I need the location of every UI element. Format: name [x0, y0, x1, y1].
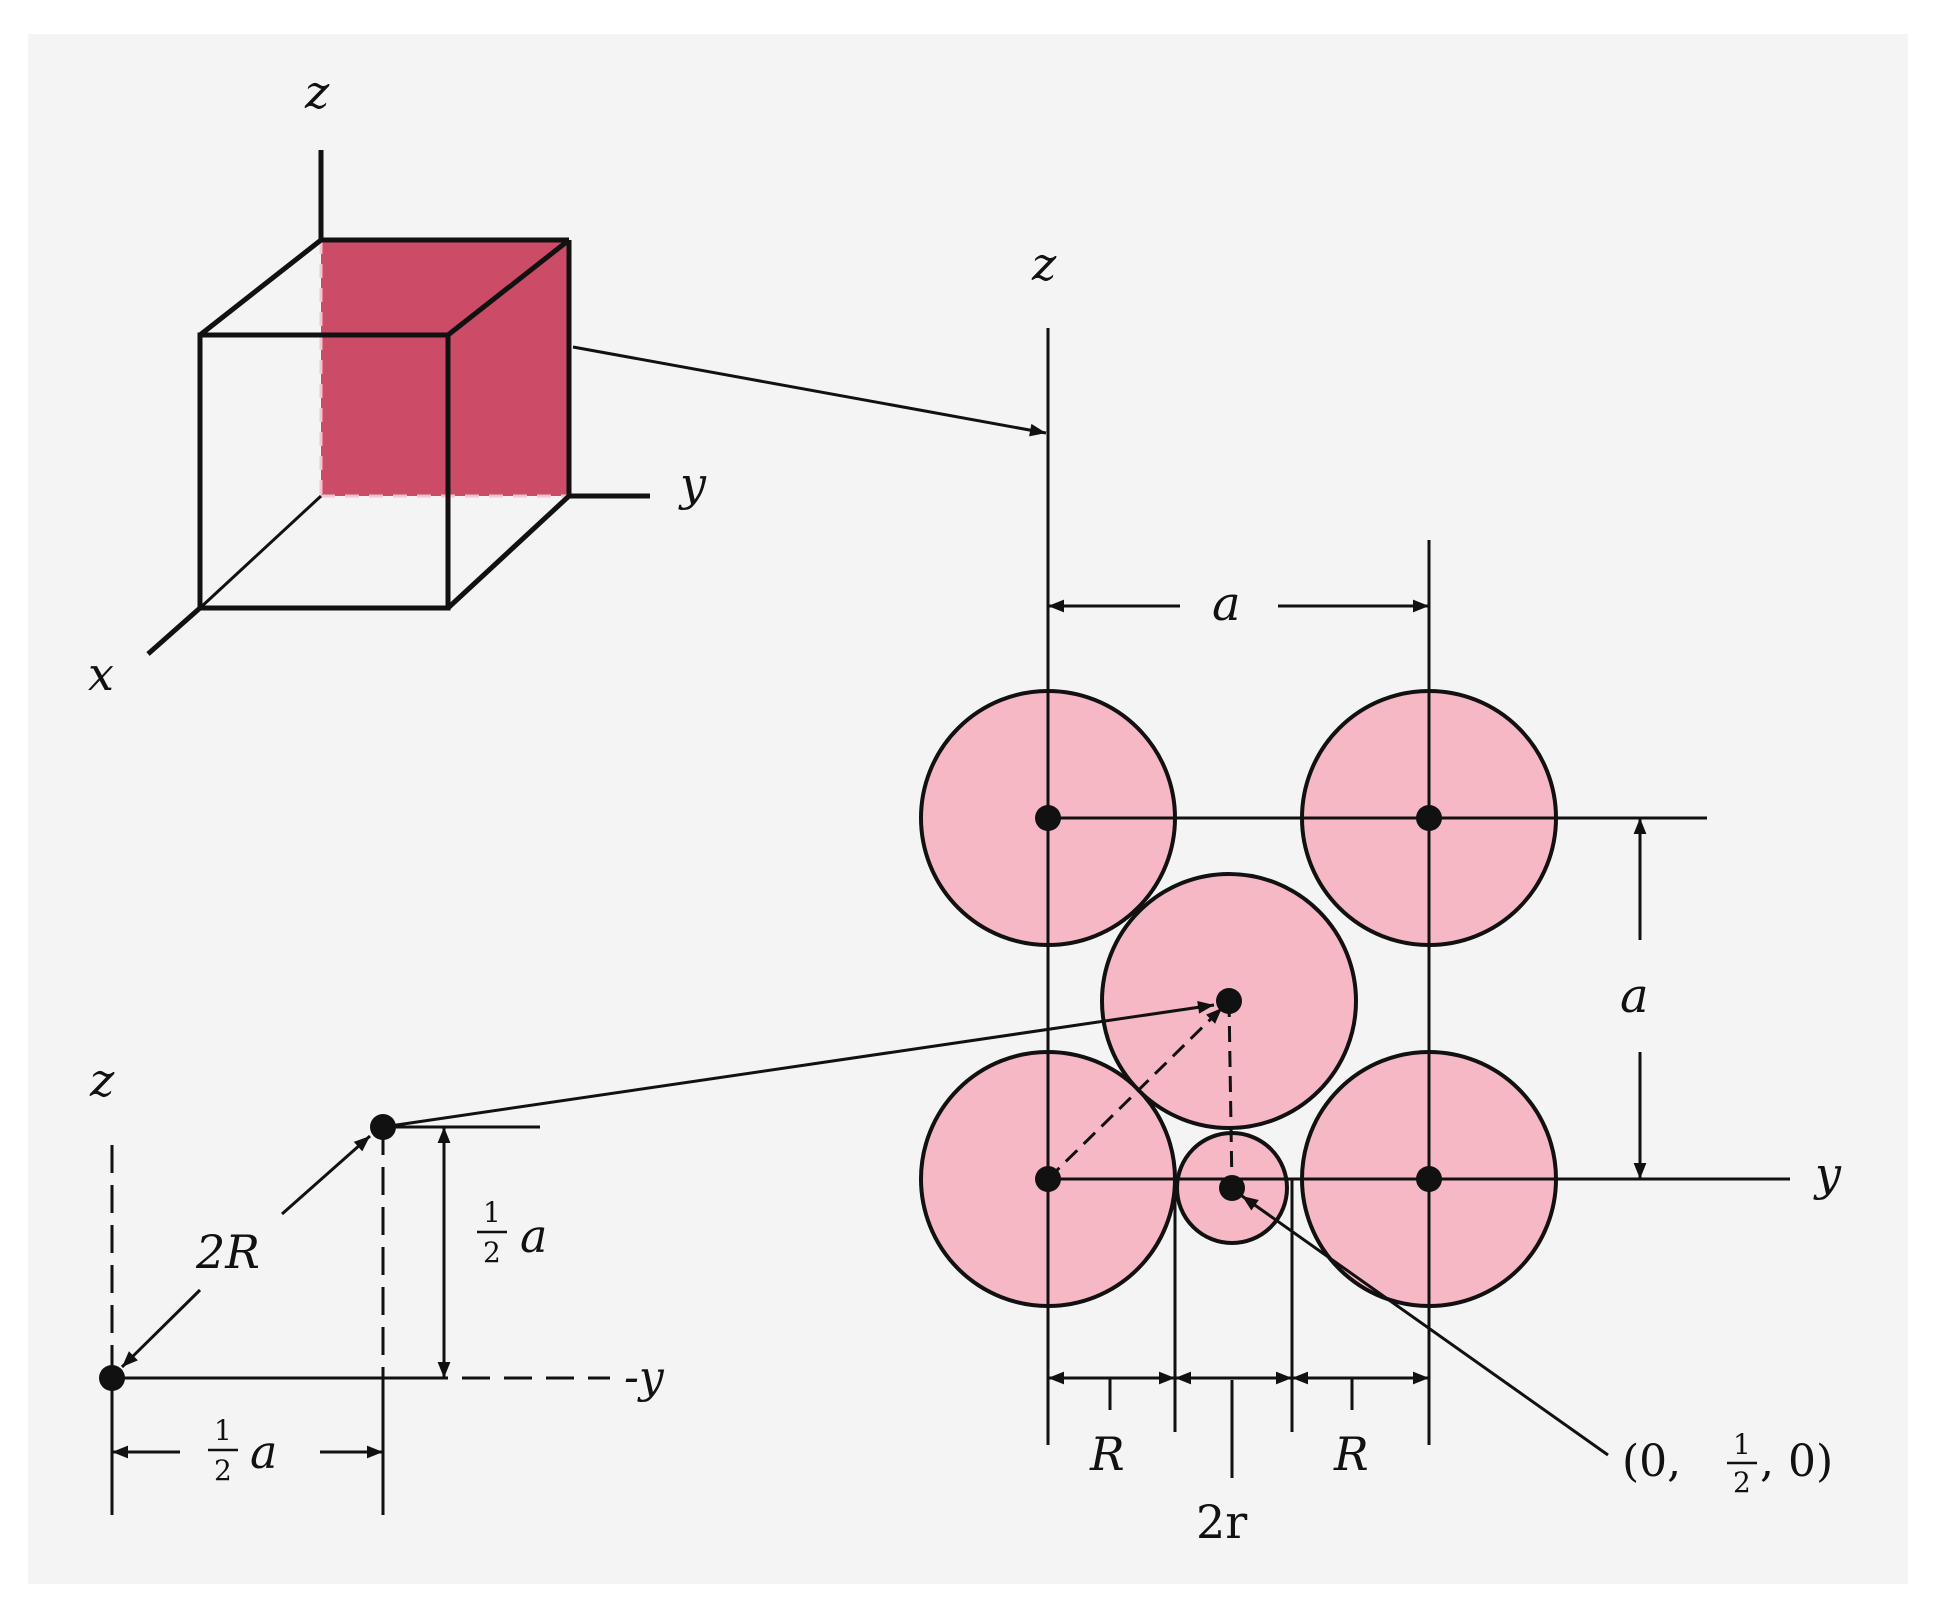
cube-x-label: x [88, 647, 114, 701]
face-z-label: z [1031, 237, 1057, 291]
right-R-label: R [1333, 1427, 1369, 1481]
svg-text:(0,: (0, [1622, 1436, 1681, 1487]
left-R-label: R [1089, 1427, 1125, 1481]
unit-cube [146, 150, 650, 656]
cube-z-label: z [304, 65, 330, 119]
svg-text:2: 2 [483, 1236, 501, 1269]
face-view [919, 328, 1790, 1478]
svg-text:1: 1 [483, 1196, 501, 1229]
interstitial-position-label: (0, 1 2 , 0) [1622, 1428, 1833, 1499]
shaded-face [321, 240, 569, 496]
svg-text:2: 2 [1733, 1466, 1751, 1499]
two-r-label: 2r [1196, 1495, 1247, 1549]
detail-neg-y-label: -y [624, 1352, 665, 1403]
side-a-label: a [1620, 968, 1649, 1024]
detail-view [110, 1000, 1215, 1515]
svg-text:1: 1 [214, 1414, 232, 1447]
svg-text:2: 2 [214, 1454, 232, 1487]
cube-x-axis [146, 606, 202, 656]
horizontal-half-a-label: 1 2 a [208, 1414, 277, 1487]
svg-text:, 0): , 0) [1760, 1436, 1833, 1487]
detail-z-label: z [89, 1053, 115, 1107]
vertical-half-a-label: 1 2 a [477, 1196, 547, 1269]
svg-text:a: a [520, 1209, 547, 1263]
svg-text:1: 1 [1733, 1428, 1751, 1461]
face-y-label: y [1813, 1147, 1842, 1201]
cube-y-label: y [678, 457, 707, 511]
top-a-label: a [1212, 576, 1241, 632]
svg-text:a: a [250, 1425, 277, 1479]
face-projection-arrow [572, 345, 1047, 437]
two-R-label: 2R [195, 1225, 260, 1279]
